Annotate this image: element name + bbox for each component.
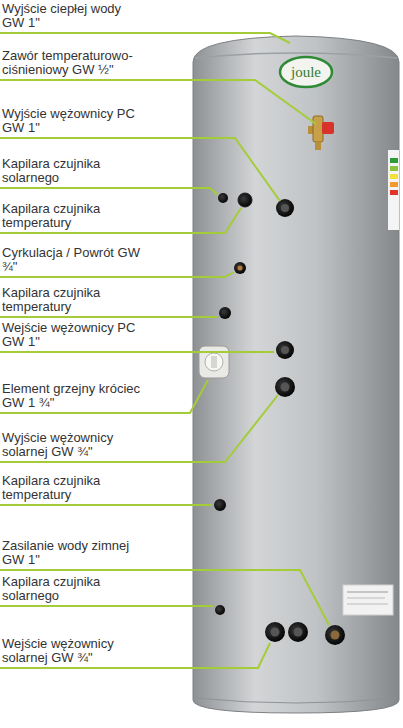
brand-logo: joule [291, 64, 321, 80]
callout-label: Wyjście wężownicy PC GW 1" [2, 107, 140, 135]
callout-label: Wyjście wężownicy solarnej GW ¾" [2, 431, 140, 459]
callout-label: Zawór temperaturowo-ciśnieniowy GW ½" [2, 49, 140, 77]
leader-lines [0, 33, 329, 668]
callout-label: Kapilara czujnika temperatury [2, 202, 140, 230]
callout-label: Wyjście ciepłej wody GW 1" [2, 2, 140, 30]
callout-label: Zasilanie wody zimnej GW 1" [2, 539, 140, 567]
callout-label: Wejście wężownicy PC GW 1" [2, 321, 140, 349]
callout-label: Kapilara czujnika solarnego [2, 157, 140, 185]
callout-label: Kapilara czujnika temperatury [2, 474, 140, 502]
callout-label: Kapilara czujnika solarnego [2, 575, 140, 603]
callout-label: Wejście wężownicy solarnej GW ¾" [2, 637, 140, 665]
callout-label: Kapilara czujnika temperatury [2, 286, 140, 314]
callout-label: Element grzejny króciec GW 1 ¾" [2, 382, 140, 410]
callout-label: Cyrkulacja / Powrót GW ¾" [2, 246, 140, 274]
